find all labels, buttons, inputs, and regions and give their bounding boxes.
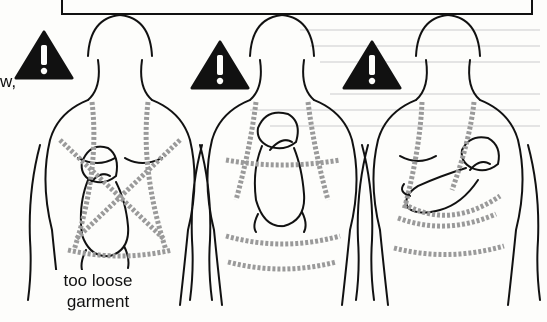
figure-1-left-arm [28,145,40,300]
figure-1-right-arm [200,145,212,300]
warning-triangle-icon [192,42,248,88]
top-frame-line [62,0,532,14]
caption-line-2: garment [52,291,144,312]
figure-1-head [88,15,152,56]
figure-3-sling [394,102,504,255]
figure-2-baby-body [255,146,304,226]
figure-2-torso-right [314,100,357,305]
warning-triangle-icon [16,32,72,78]
figure-2-torso-left [207,100,250,305]
figure-3-torso-left [373,100,416,305]
figure-1-sling [60,102,180,256]
figure-3-right-arm [528,145,540,300]
figure-1-neck [88,60,152,100]
figure-3-baby-body [406,168,478,213]
figure-2-left-arm [190,145,202,300]
figure-1-baby-body [81,180,128,256]
too-loose-garment-caption: too loose garment [52,270,144,312]
figure-1-torso-right [152,100,195,305]
warning-triangle-icon [344,42,400,88]
caption-line-1: too loose [52,270,144,291]
figure-3-head [416,15,480,56]
left-text-fragment: w, [0,72,16,92]
figure-2-neck [250,60,314,100]
figure-2-head [250,15,314,56]
figure-2-sling [226,102,340,269]
